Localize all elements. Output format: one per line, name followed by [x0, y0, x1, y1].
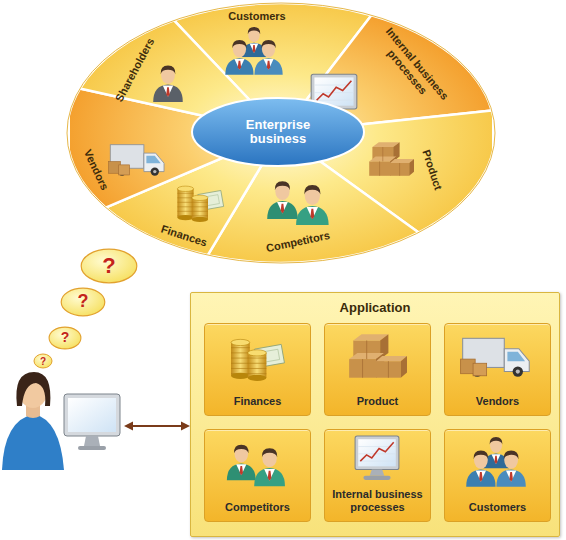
boxes-icon [369, 142, 414, 176]
text-holder: ? [80, 248, 138, 284]
thought-bubble-shape [34, 354, 52, 368]
module-tile: Internal business processes [324, 429, 431, 522]
thought-bubble: ? [60, 287, 106, 317]
computer-monitor [64, 394, 120, 450]
double-arrow [124, 422, 190, 431]
text-holder: ? [60, 287, 106, 317]
center-ellipse-shape [192, 98, 364, 166]
thought-bubble-shape [81, 249, 137, 283]
thought-bubble-shape [61, 288, 105, 316]
wheel-rim [67, 3, 495, 263]
user-figure [2, 372, 64, 470]
module-tile: Competitors [204, 429, 311, 522]
question-mark: ? [63, 292, 103, 312]
customers-icon [225, 27, 282, 75]
user-figure [19, 376, 47, 408]
module-tile: Finances [204, 323, 311, 416]
thought-bubble: ? [80, 248, 138, 284]
thought-bubble: ? [48, 326, 82, 350]
module-tile: Customers [444, 429, 551, 522]
computer-monitor [64, 394, 120, 436]
center-ellipse: Enterprise business [190, 96, 366, 168]
module-tile: Product [324, 323, 431, 416]
sector-label: Competitors [248, 225, 349, 259]
tile-label: Competitors [205, 501, 310, 514]
thought-bubble: ? [33, 353, 53, 369]
sector-label: Shareholders [106, 23, 164, 117]
computer-monitor [78, 446, 106, 450]
question-mark: ? [84, 254, 134, 278]
truck-icon [109, 145, 164, 176]
computer-monitor [68, 398, 116, 432]
module-tile: Vendors [444, 323, 551, 416]
panel-heading: Application [191, 300, 559, 315]
sector-label: Finances [144, 217, 224, 254]
sector-label: Product [413, 130, 450, 210]
tile-label: Product [325, 395, 430, 408]
tile-label: Customers [445, 501, 550, 514]
sector-label: Customers [207, 10, 307, 23]
tile-label: Vendors [445, 395, 550, 408]
user-figure [16, 372, 50, 406]
question-mark: ? [34, 356, 52, 367]
user-figure [26, 404, 40, 418]
text-holder: ? [33, 353, 53, 369]
shareholder-icon [153, 65, 183, 102]
tile-label: Finances [205, 395, 310, 408]
sector-label: Vendors [73, 131, 119, 209]
application-panel: ApplicationFinances Product VendorsCompeti… [190, 292, 560, 537]
double-arrow [181, 422, 190, 431]
text-holder: ? [48, 326, 82, 350]
question-mark: ? [50, 330, 80, 345]
competitors-icon [267, 181, 328, 225]
tile-label: Internal business processes [325, 488, 430, 514]
thought-bubble-shape [49, 327, 81, 349]
double-arrow [124, 422, 133, 431]
center-label: Enterprise business [233, 118, 323, 147]
text-holder: Enterprise business [190, 96, 366, 168]
double-arrow [130, 425, 184, 427]
computer-monitor [84, 436, 100, 446]
user-figure [2, 414, 64, 470]
coins-icon [177, 186, 223, 222]
sector-label: Internal business processes [370, 21, 454, 114]
